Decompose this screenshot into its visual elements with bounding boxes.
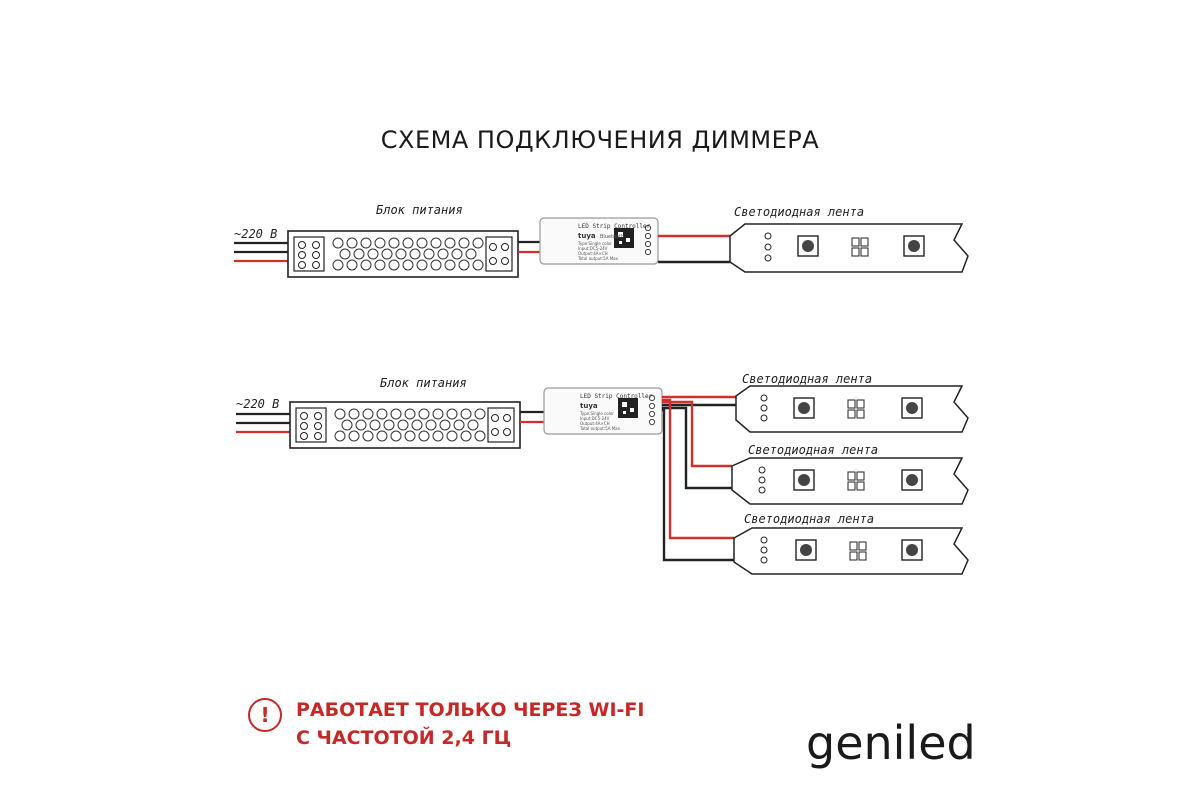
mains-wires-1 [234,241,290,263]
controller-mode-1: Bluetooth [600,234,624,240]
psu-label-2: Блок питания [380,376,467,390]
input-voltage-label-2: ~220 В [236,397,279,411]
controller-spec-1d: Total output:5A Max [577,256,619,261]
led-strip-2c [733,527,969,575]
controller-spec-1c: Output:4A×CH [578,251,608,256]
controller-title-2: LED Strip Controller [580,393,653,400]
power-supply-2 [289,401,521,449]
controller-spec-2d: Total output:5A Max [579,426,621,431]
exclamation-icon: ! [248,698,282,732]
led-strip-2a [735,385,969,433]
mains-wires-2 [236,412,292,434]
input-voltage-label-1: ~220 В [234,227,277,241]
controller-spec-1b: Input:DC5-24V [578,246,608,251]
controller-output-wires-1 [658,234,732,264]
strip-label-2c: Светодиодная лента [744,512,874,526]
warning-line-1: РАБОТАЕТ ТОЛЬКО ЧЕРЕЗ WI-FI [296,699,645,721]
led-strip-1 [729,223,969,273]
psu-output-wires-2 [520,410,544,424]
controller-brand-2: tuya [580,402,598,410]
strip-label-2a: Светодиодная лента [742,372,872,386]
strip-label-1: Светодиодная лента [734,205,864,219]
warning-line-2: С ЧАСТОТОЙ 2,4 ГЦ [296,727,512,749]
warning-note: ! РАБОТАЕТ ТОЛЬКО ЧЕРЕЗ WI-FI С ЧАСТОТОЙ… [248,696,644,752]
diagram-title: СХЕМА ПОДКЛЮЧЕНИЯ ДИММЕРА [380,126,820,154]
strip-label-2b: Светодиодная лента [748,443,878,457]
led-strip-2b [731,457,969,505]
controller-spec-2c: Output:4A×CH [580,421,610,426]
psu-output-wires-1 [518,240,540,254]
power-supply-1 [287,230,519,278]
controller-spec-2a: Type:Single color [579,411,614,416]
controller-spec-1a: Type:Single color [577,241,612,246]
controller-title-1: LED Strip Controller [578,223,651,230]
controller-output-wires-2 [662,395,736,562]
controller-brand-1: tuya [578,232,596,240]
controller-spec-2b: Input:DC5-24V [580,416,610,421]
psu-label-1: Блок питания [376,203,463,217]
brand-logo: geniled [806,716,976,770]
